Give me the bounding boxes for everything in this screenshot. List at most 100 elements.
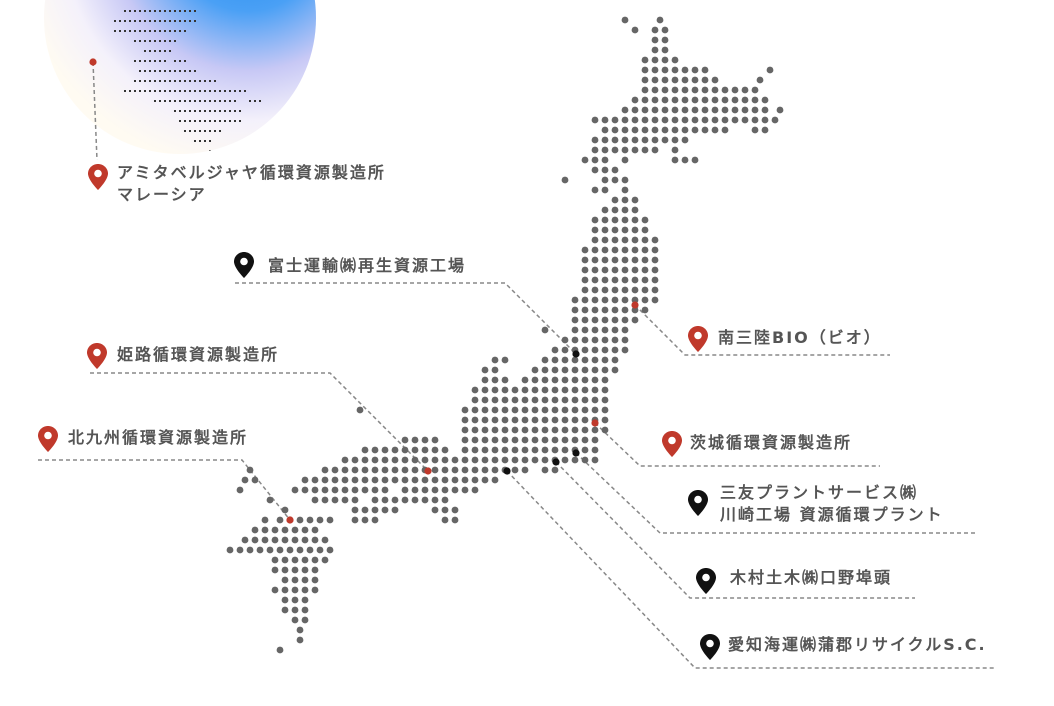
map-dot xyxy=(371,446,379,454)
globe-dot xyxy=(199,110,201,112)
map-dot xyxy=(461,476,469,484)
map-dot xyxy=(601,256,609,264)
map-dot xyxy=(571,406,579,414)
site-marker[interactable] xyxy=(424,467,432,475)
map-dot xyxy=(511,456,519,464)
map-dot xyxy=(361,466,369,474)
map-dot xyxy=(371,466,379,474)
map-dot xyxy=(581,396,589,404)
globe-dot xyxy=(189,70,191,72)
map-dot xyxy=(301,606,309,614)
map-dot xyxy=(591,136,599,144)
map-dot xyxy=(751,86,759,94)
map-dot xyxy=(601,186,609,194)
site-marker[interactable] xyxy=(591,419,599,427)
map-dot xyxy=(471,416,479,424)
site-marker[interactable] xyxy=(89,58,97,66)
globe-dot xyxy=(124,10,126,12)
map-dot xyxy=(661,126,669,134)
map-dot xyxy=(611,196,619,204)
map-dot xyxy=(691,106,699,114)
label-line: アミタベルジャヤ循環資源製造所 xyxy=(117,163,386,182)
label-line: 南三陸BIO（ビオ） xyxy=(718,328,882,347)
map-dot xyxy=(601,306,609,314)
map-dot xyxy=(621,196,629,204)
globe-dot xyxy=(174,90,176,92)
globe-dot xyxy=(114,30,116,32)
globe-dot xyxy=(239,110,241,112)
map-dot xyxy=(411,466,419,474)
label-kimura[interactable]: 木村土木㈱口野埠頭 xyxy=(730,567,892,589)
globe-dot xyxy=(194,110,196,112)
globe-dot xyxy=(169,10,171,12)
label-aichi[interactable]: 愛知海運㈱蒲郡リサイクルS.C. xyxy=(728,634,987,656)
map-pin-icon xyxy=(87,343,107,369)
map-dot xyxy=(581,456,589,464)
globe-dot xyxy=(199,80,201,82)
map-dot xyxy=(541,376,549,384)
site-marker[interactable] xyxy=(572,449,580,457)
label-fuji[interactable]: 富士運輸㈱再生資源工場 xyxy=(268,255,466,277)
globe-dot xyxy=(119,20,121,22)
site-marker[interactable] xyxy=(286,516,294,524)
label-malaysia[interactable]: アミタベルジャヤ循環資源製造所 マレーシア xyxy=(117,162,386,206)
map-dot xyxy=(681,156,689,164)
map-dot xyxy=(541,416,549,424)
globe-dot xyxy=(179,10,181,12)
map-dot xyxy=(651,86,659,94)
globe-dot xyxy=(164,100,166,102)
globe-dot xyxy=(189,90,191,92)
label-ibaraki[interactable]: 茨城循環資源製造所 xyxy=(690,432,852,454)
map-dot xyxy=(286,546,294,554)
map-dot xyxy=(651,276,659,284)
globe-dot xyxy=(169,70,171,72)
site-marker[interactable] xyxy=(503,467,511,475)
globe-dot xyxy=(219,150,221,152)
map-dot xyxy=(551,426,559,434)
site-marker[interactable] xyxy=(572,350,580,358)
label-line: 富士運輸㈱再生資源工場 xyxy=(268,256,467,275)
map-dot xyxy=(351,466,359,474)
map-dot xyxy=(631,316,639,324)
map-dot xyxy=(361,456,369,464)
globe-dot xyxy=(129,10,131,12)
globe-dot xyxy=(224,150,226,152)
globe-dot xyxy=(174,80,176,82)
map-dot xyxy=(601,396,609,404)
map-dot xyxy=(381,466,389,474)
globe-dot xyxy=(179,80,181,82)
map-dot xyxy=(296,516,304,524)
map-dot xyxy=(631,126,639,134)
globe-dot xyxy=(189,20,191,22)
map-dot xyxy=(591,226,599,234)
map-dot xyxy=(601,416,609,424)
map-dot xyxy=(291,566,299,574)
globe-dot xyxy=(164,30,166,32)
site-marker[interactable] xyxy=(631,301,639,309)
map-dot xyxy=(681,106,689,114)
globe-dot xyxy=(154,80,156,82)
map-dot xyxy=(581,256,589,264)
globe-dot xyxy=(179,70,181,72)
map-dot xyxy=(236,486,244,494)
globe-dot xyxy=(179,60,181,62)
map-dot xyxy=(591,386,599,394)
map-dot xyxy=(541,396,549,404)
label-himeji[interactable]: 姫路循環資源製造所 xyxy=(117,344,279,366)
site-marker[interactable] xyxy=(552,458,560,466)
globe-dot xyxy=(134,90,136,92)
map-dot xyxy=(311,566,319,574)
globe-dot xyxy=(164,20,166,22)
map-dot xyxy=(441,466,449,474)
map-dot xyxy=(521,406,529,414)
map-dot xyxy=(581,406,589,414)
map-dot xyxy=(691,86,699,94)
map-dot xyxy=(591,116,599,124)
globe-dot xyxy=(139,20,141,22)
globe-dot xyxy=(149,40,151,42)
map-dot xyxy=(641,216,649,224)
map-dot xyxy=(241,536,249,544)
label-minamisanriku[interactable]: 南三陸BIO（ビオ） xyxy=(718,327,882,349)
label-mitomo[interactable]: 三友プラントサービス㈱ 川崎工場 資源循環プラント xyxy=(720,482,944,526)
label-kitakyushu[interactable]: 北九州循環資源製造所 xyxy=(68,427,248,449)
